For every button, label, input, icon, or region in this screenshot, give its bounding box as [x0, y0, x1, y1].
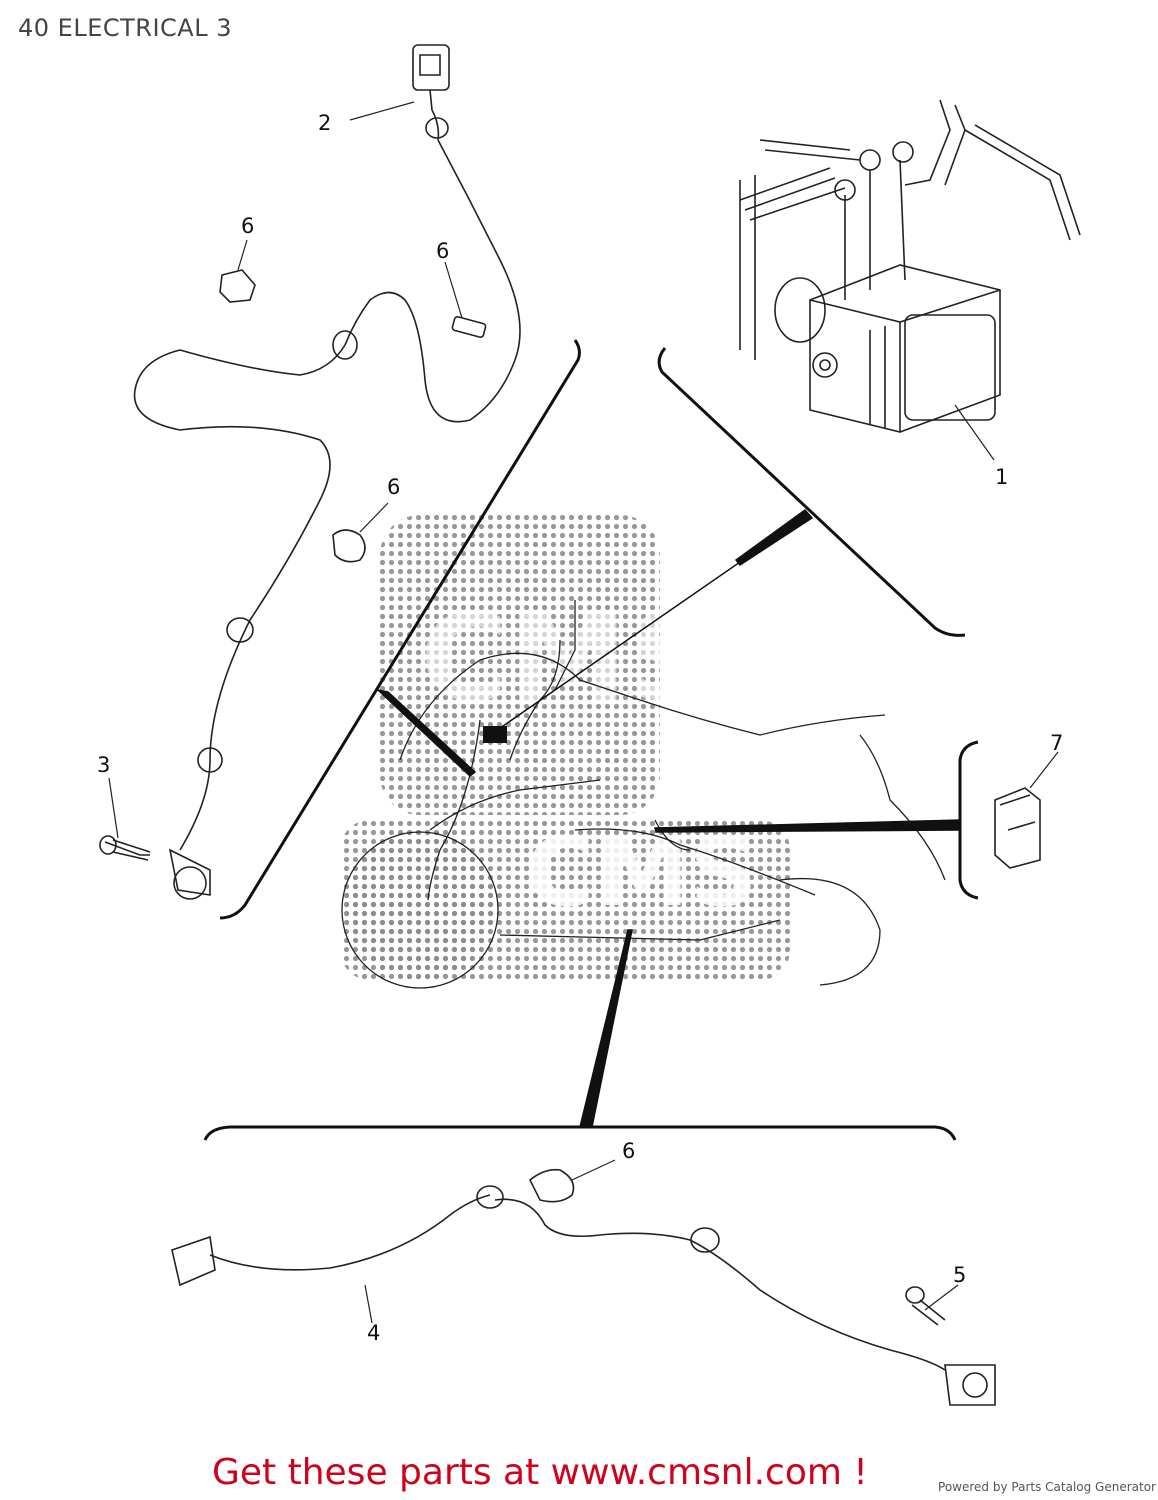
callout-6-middle: 6: [387, 475, 400, 499]
callouts: [108, 101, 1059, 1324]
callout-6-upper-middle: 6: [436, 239, 449, 263]
callout-4: 4: [367, 1321, 380, 1345]
sensor-wire-front: [133, 139, 521, 851]
callout-1: 1: [995, 465, 1008, 489]
cmsnl-promo-link[interactable]: Get these parts at www.cmsnl.com !: [212, 1452, 868, 1493]
connector-part-7: [994, 787, 1041, 869]
abs-hydraulic-unit: [739, 99, 1081, 433]
watermark-logo: CMS CMS: [340, 515, 790, 980]
powered-by-credit: Powered by Parts Catalog Generator: [938, 1480, 1156, 1494]
wedge-leaders: [375, 508, 961, 1128]
connector-part-2: [412, 44, 450, 141]
motorcycle-outline: [341, 600, 946, 989]
clamps-part-6: [219, 269, 575, 1203]
callout-6-lower: 6: [622, 1139, 635, 1163]
svg-text:CMS: CMS: [525, 818, 758, 928]
abs-unit-location-marker: [483, 726, 507, 743]
sensor-wire-rear: [171, 1185, 996, 1406]
callout-3: 3: [97, 753, 110, 777]
callout-7: 7: [1050, 731, 1063, 755]
wheel-sensor-front: [99, 835, 211, 900]
callout-6-upper-left: 6: [241, 214, 254, 238]
diagram-title: 40 ELECTRICAL 3: [18, 14, 232, 42]
callout-2: 2: [318, 111, 331, 135]
callout-5: 5: [953, 1263, 966, 1287]
